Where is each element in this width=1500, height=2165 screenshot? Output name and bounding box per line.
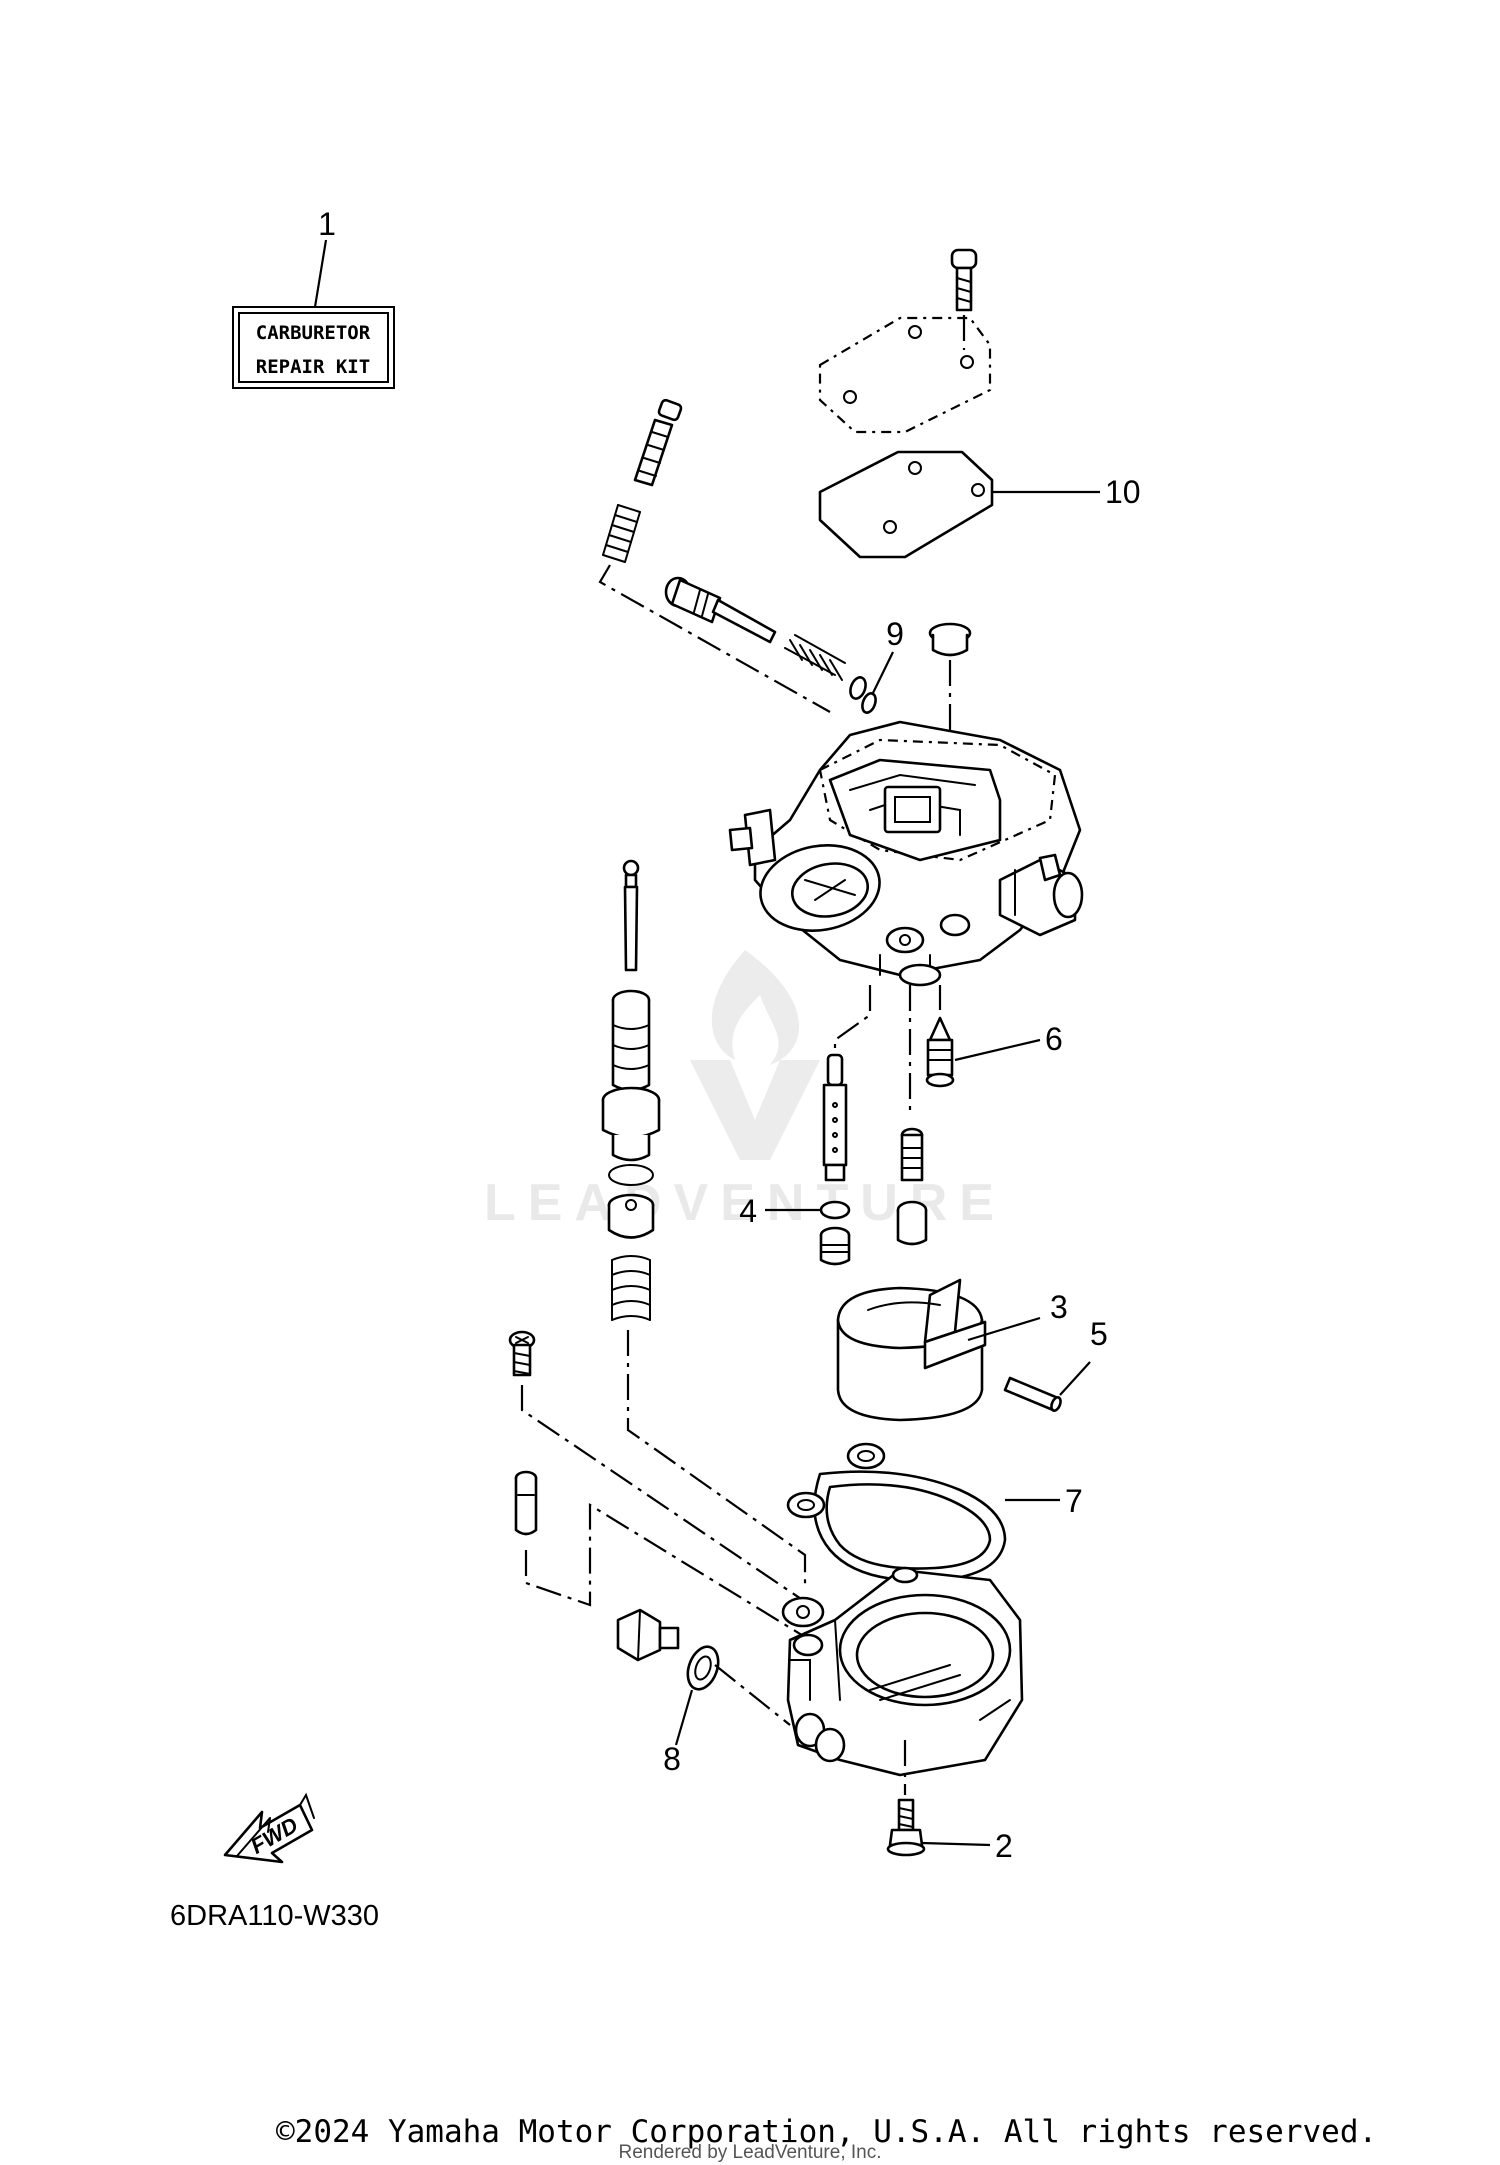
callout-8: 8 xyxy=(663,1741,681,1777)
top-cover xyxy=(818,316,992,434)
pilot-screw xyxy=(633,398,683,487)
bowl-screw-left xyxy=(508,1330,536,1377)
main-jet xyxy=(819,1226,851,1266)
watermark-v-icon xyxy=(690,1060,820,1160)
drain-screw xyxy=(616,1608,680,1662)
copyright-notice: ©2024 Yamaha Motor Corporation, U.S.A. A… xyxy=(276,2114,1377,2150)
bottom-screw xyxy=(886,1798,926,1857)
pump-rod xyxy=(622,859,640,972)
main-nozzle xyxy=(822,1053,848,1182)
float xyxy=(836,1278,987,1422)
top-gasket xyxy=(818,450,994,559)
float-bowl xyxy=(781,1566,1024,1777)
pump-boot xyxy=(611,989,651,1092)
repair-kit-label: CARBURETOR REPAIR KIT xyxy=(232,306,395,389)
callout-5: 5 xyxy=(1090,1316,1108,1352)
rendered-by-notice: Rendered by LeadVenture, Inc. xyxy=(618,2142,881,2163)
carb-top-plug xyxy=(928,622,972,657)
callout-4: 4 xyxy=(739,1193,757,1229)
callout-9: 9 xyxy=(886,616,904,652)
drain-gasket xyxy=(686,1645,720,1691)
watermark: LEADVENTURE xyxy=(484,950,994,1232)
callout-2: 2 xyxy=(995,1828,1013,1864)
pump-holder xyxy=(601,1086,661,1162)
pump-piston xyxy=(607,1193,655,1239)
kit-label-line1: CARBURETOR xyxy=(256,322,371,344)
callout-10: 10 xyxy=(1105,474,1141,510)
callout-1: 1 xyxy=(318,206,336,242)
plunger-spring xyxy=(784,634,846,681)
pump-o-ring xyxy=(608,1164,654,1186)
callout-7: 7 xyxy=(1065,1483,1083,1519)
callout-3: 3 xyxy=(1050,1289,1068,1325)
pump-spring xyxy=(611,1255,651,1321)
throttle-plunger xyxy=(664,576,777,644)
float-pin xyxy=(1003,1376,1062,1412)
carburetor-body xyxy=(728,720,1084,987)
top-screw xyxy=(950,248,978,312)
bowl-gasket xyxy=(786,1442,1007,1582)
pilot-jet xyxy=(896,1127,928,1246)
callout-6: 6 xyxy=(1045,1021,1063,1057)
fwd-arrow-icon: FWD xyxy=(223,1792,315,1864)
dowel-pin xyxy=(514,1470,538,1536)
kit-label-line2: REPAIR KIT xyxy=(256,356,370,378)
diagram-code: 6DRA110-W330 xyxy=(170,1900,379,1932)
pilot-screw-spring xyxy=(602,504,641,563)
nozzle-o-ring xyxy=(819,1200,851,1220)
watermark-flame-icon xyxy=(711,950,800,1065)
needle-valve xyxy=(925,1016,955,1088)
